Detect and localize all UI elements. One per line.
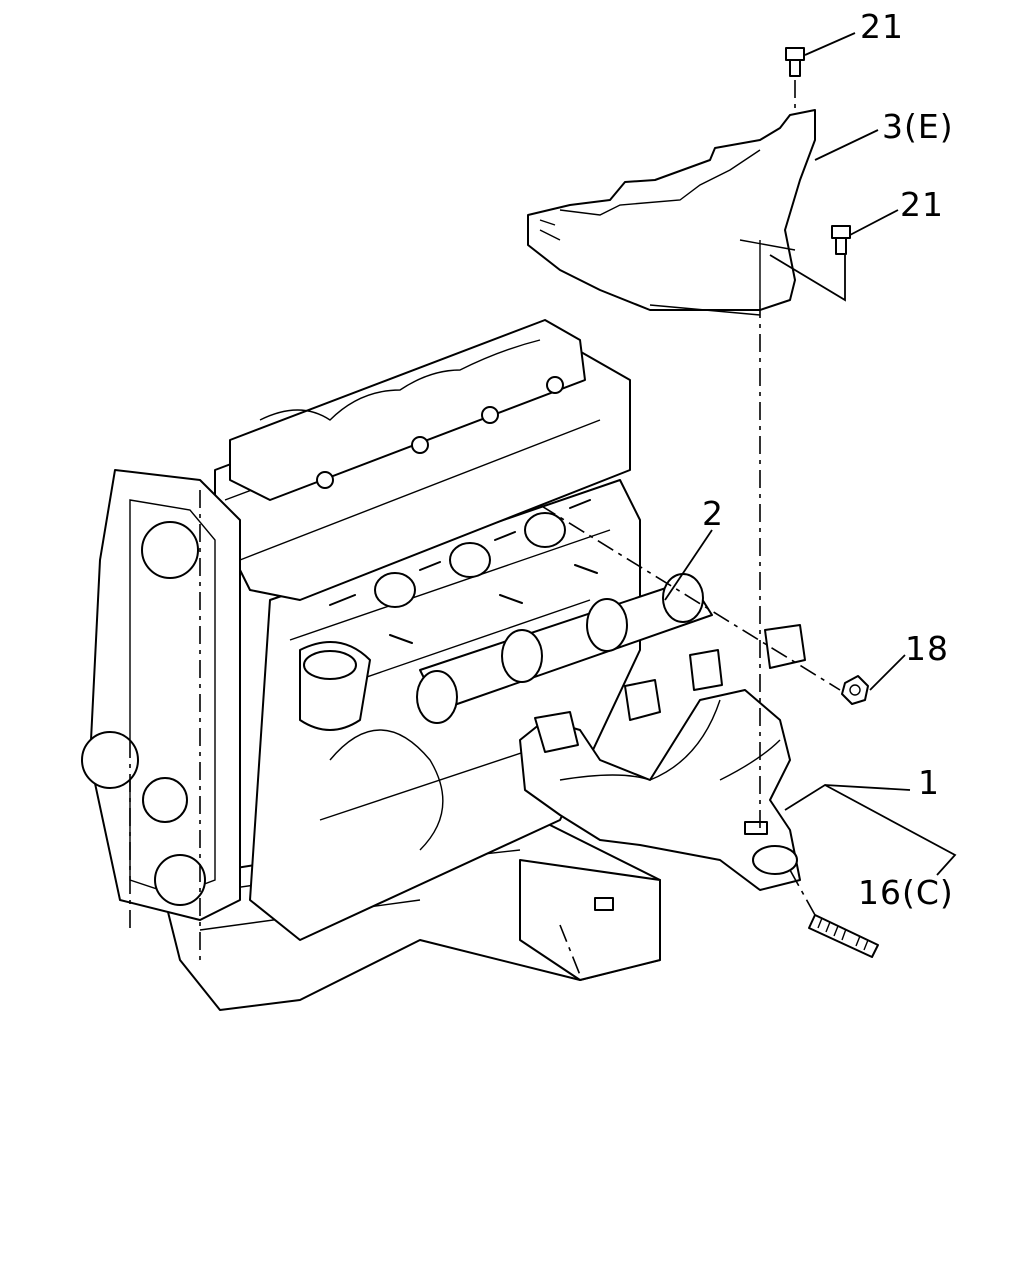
- heat-shield: [527, 109, 816, 316]
- callout-bolt-21-top: 21: [860, 7, 904, 46]
- callout-nut: 18: [905, 629, 949, 668]
- callout-stud: 16(C): [858, 873, 954, 912]
- exhaust-manifold: [519, 624, 806, 891]
- exhaust-gasket: [416, 573, 713, 724]
- assembly-lines: [539, 80, 841, 976]
- nut-18: [841, 675, 869, 705]
- timing-belt-cover: [89, 469, 241, 921]
- rocker-cover: [229, 319, 586, 501]
- bolt-21-right: [831, 225, 851, 255]
- callout-bolt-21-right: 21: [900, 185, 944, 224]
- bolt-21-top: [785, 47, 805, 77]
- callout-manifold: 1: [918, 763, 940, 802]
- engine-block: [81, 319, 661, 1011]
- callout-gasket: 2: [702, 494, 724, 533]
- callout-heat-shield: 3(E): [882, 107, 954, 146]
- stud-16: [808, 914, 879, 958]
- leader-lines: [664, 32, 957, 876]
